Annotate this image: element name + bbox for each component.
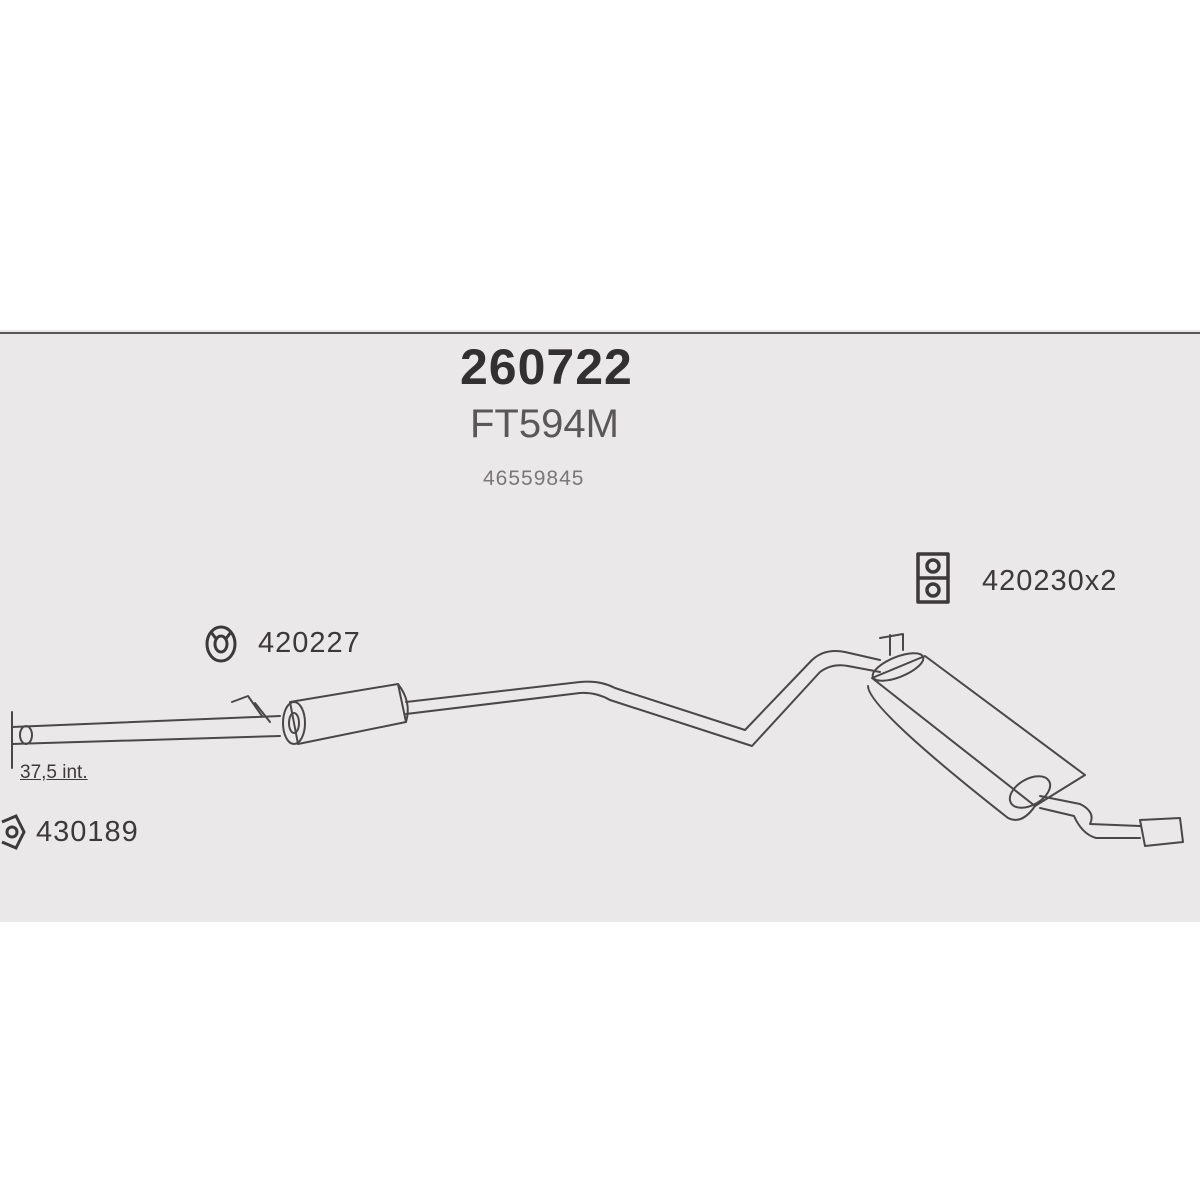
pipe-hanger-bracket bbox=[879, 633, 904, 656]
clamp-icon bbox=[205, 625, 237, 663]
catalog-sheet: 260722 FT594M 46559845 420227 420230x2 4… bbox=[0, 330, 1200, 922]
inlet-bracket bbox=[231, 695, 271, 723]
rubber-hanger-icon bbox=[916, 552, 950, 604]
clamp-code: 420227 bbox=[258, 627, 361, 659]
gasket-code: 430189 bbox=[36, 816, 139, 848]
gasket-icon bbox=[1, 814, 26, 850]
front-silencer bbox=[282, 683, 409, 745]
inlet-diameter-label: 37,5 int. bbox=[20, 762, 88, 783]
tail-pipe bbox=[1039, 795, 1184, 847]
model-code: FT594M bbox=[470, 402, 619, 446]
inlet-pipe bbox=[11, 711, 281, 769]
middle-pipe bbox=[405, 650, 881, 747]
exhaust-diagram bbox=[0, 332, 1200, 847]
part-number: 260722 bbox=[460, 339, 633, 395]
rear-silencer bbox=[867, 652, 1086, 821]
oem-code: 46559845 bbox=[483, 467, 585, 490]
rubber-hanger-code: 420230x2 bbox=[982, 565, 1118, 597]
